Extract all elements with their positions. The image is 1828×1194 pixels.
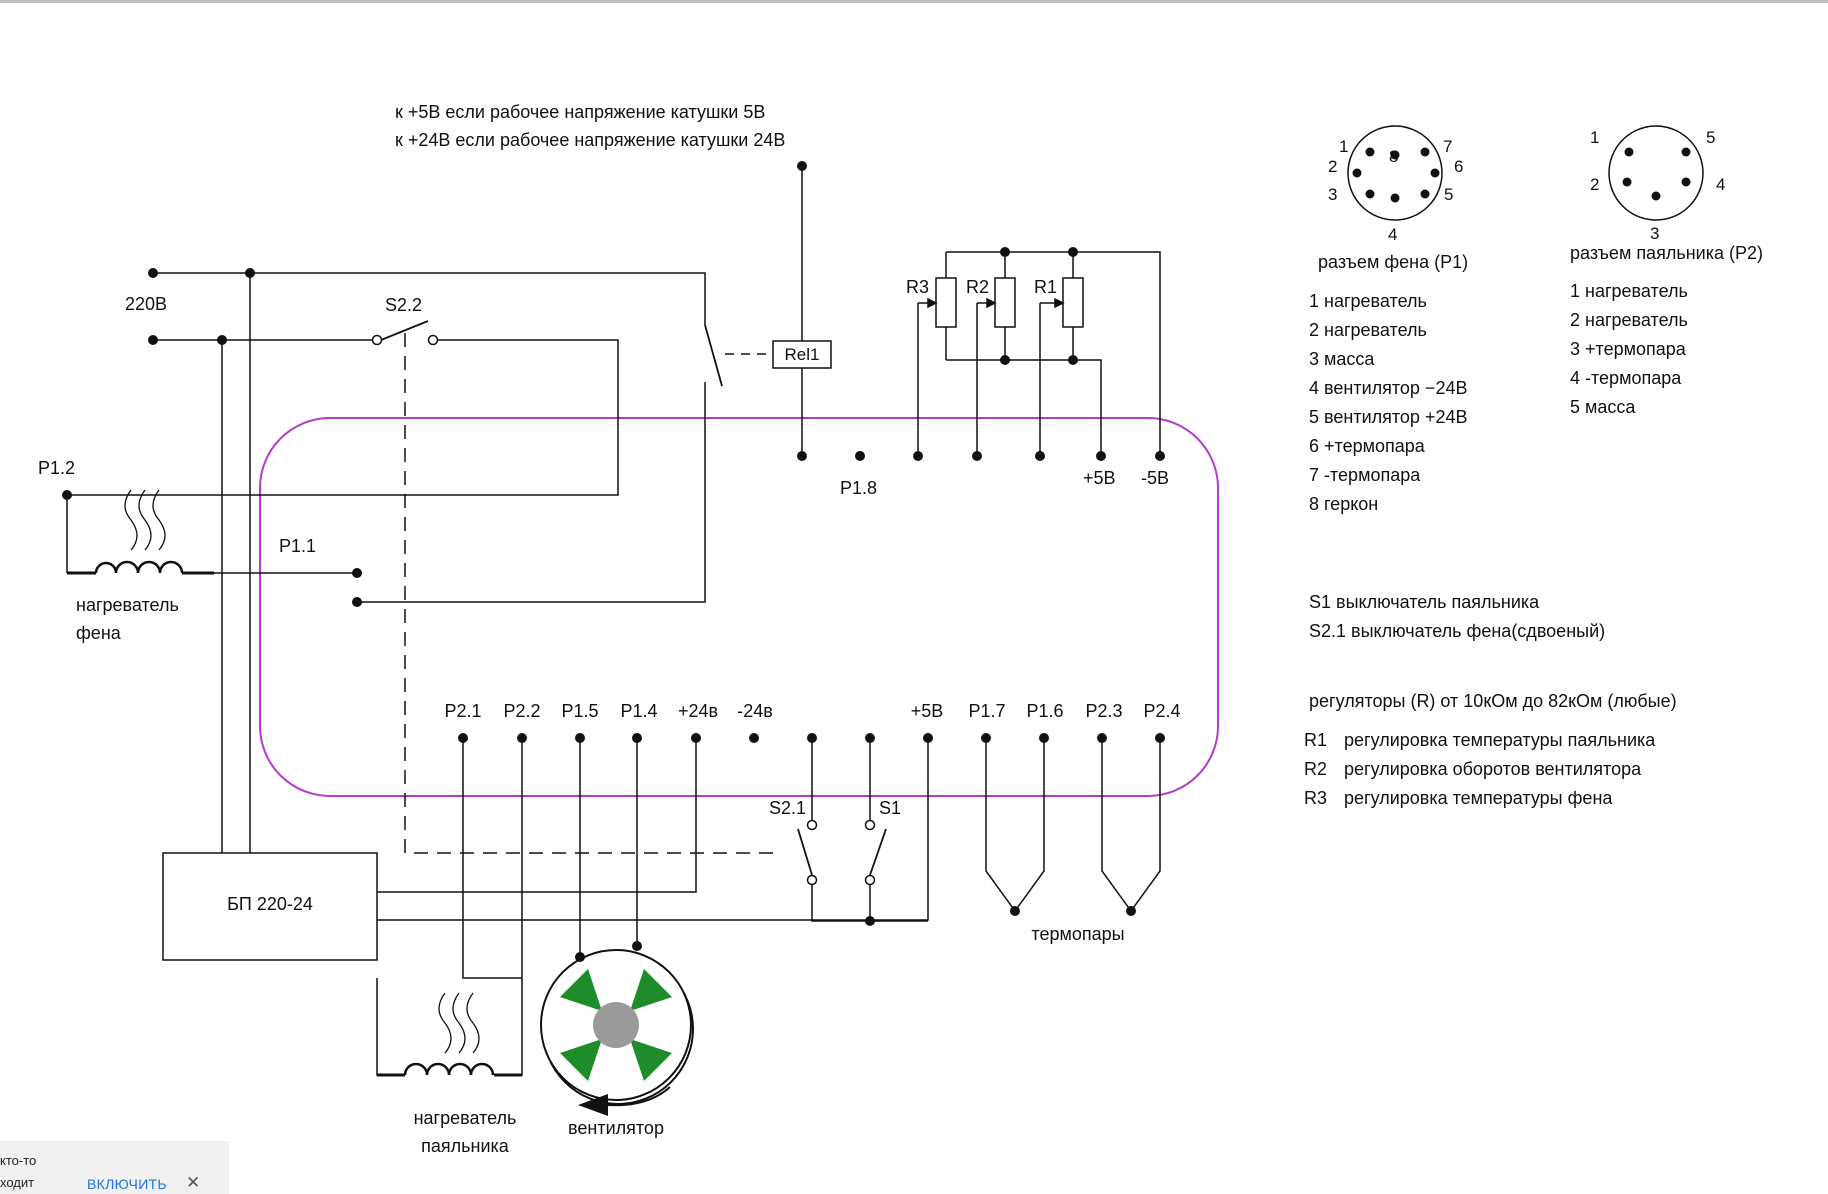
p1-pin-number: 4 bbox=[1388, 225, 1397, 244]
regulator-text: регулировка температуры паяльника bbox=[1344, 730, 1656, 750]
p1-pin-number: 7 bbox=[1443, 137, 1452, 156]
switch-note: S2.1 выключатель фена(сдвоеный) bbox=[1309, 621, 1605, 641]
coil-note-5v: к +5В если рабочее напряжение катушки 5В bbox=[395, 102, 765, 122]
pin-label: P1.6 bbox=[1026, 701, 1063, 721]
mains-label: 220В bbox=[125, 294, 167, 314]
p1-pin-number: 2 bbox=[1328, 157, 1337, 176]
top-border bbox=[0, 0, 1828, 3]
iron-heater-label-2: паяльника bbox=[421, 1136, 510, 1156]
p1-legend-item: 3 масса bbox=[1309, 349, 1375, 369]
regulator-text: регулировка температуры фена bbox=[1344, 788, 1613, 808]
pin-label: -24в bbox=[737, 701, 773, 721]
p1-legend-item: 1 нагреватель bbox=[1309, 291, 1427, 311]
switch-s1-label: S1 bbox=[879, 798, 901, 818]
pin-p12-label: P1.2 bbox=[38, 458, 75, 478]
p2-pin-number: 4 bbox=[1716, 175, 1725, 194]
p1-pin-number: 5 bbox=[1444, 185, 1453, 204]
relay-label: Rel1 bbox=[785, 345, 820, 364]
pin-p11-label: P1.1 bbox=[279, 536, 316, 556]
switch-s21-label: S2.1 bbox=[769, 798, 806, 818]
p2-legend-item: 3 +термопара bbox=[1570, 339, 1687, 359]
fan-heater-label-2: фена bbox=[76, 623, 122, 643]
pin-label: +5В bbox=[911, 701, 944, 721]
pin-label: P2.4 bbox=[1143, 701, 1180, 721]
pin-label: +24в bbox=[678, 701, 718, 721]
p2-pin-number: 2 bbox=[1590, 175, 1599, 194]
p1-legend-item: 4 вентилятор −24В bbox=[1309, 378, 1467, 398]
coil-note-24v: к +24В если рабочее напряжение катушки 2… bbox=[395, 130, 785, 150]
pin-label: P1.4 bbox=[620, 701, 657, 721]
regulators-title: регуляторы (R) от 10кОм до 82кОм (любые) bbox=[1309, 691, 1677, 711]
enable-button[interactable]: ВКЛЮЧИТЬ bbox=[87, 1176, 167, 1192]
regulator-id: R3 bbox=[1304, 788, 1327, 808]
pin-label: P1.7 bbox=[968, 701, 1005, 721]
iron-heater-label-1: нагреватель bbox=[414, 1108, 517, 1128]
toast-text-line-1: кто-то bbox=[0, 1153, 37, 1168]
p1-legend-item: 8 геркон bbox=[1309, 494, 1378, 514]
board-outline bbox=[259, 417, 1219, 797]
p2-pin-number: 5 bbox=[1706, 128, 1715, 147]
pin-plus5-top-label: +5В bbox=[1083, 468, 1116, 488]
thermocouples-label: термопары bbox=[1031, 924, 1124, 944]
pin-p18-label: P1.8 bbox=[840, 478, 877, 498]
pot-r1-label: R1 bbox=[1034, 277, 1057, 297]
regulator-text: регулировка оборотов вентилятора bbox=[1344, 759, 1642, 779]
switch-note: S1 выключатель паяльника bbox=[1309, 592, 1540, 612]
p2-pin-number: 3 bbox=[1650, 224, 1659, 243]
pin-label: P1.5 bbox=[561, 701, 598, 721]
pin-label: P2.1 bbox=[444, 701, 481, 721]
pin-label: P2.2 bbox=[503, 701, 540, 721]
p2-legend-item: 5 масса bbox=[1570, 397, 1636, 417]
p1-legend-item: 7 -термопара bbox=[1309, 465, 1421, 485]
pin-minus5-top-label: -5В bbox=[1141, 468, 1169, 488]
fan-heater-label-1: нагреватель bbox=[76, 595, 179, 615]
p2-legend-item: 2 нагреватель bbox=[1570, 310, 1688, 330]
toast-text-line-2: ходит bbox=[0, 1175, 35, 1190]
pot-r2-label: R2 bbox=[966, 277, 989, 297]
pot-r3-label: R3 bbox=[906, 277, 929, 297]
fan-icon bbox=[540, 949, 694, 1116]
p1-legend-item: 5 вентилятор +24В bbox=[1309, 407, 1467, 427]
p2-connector-title: разъем паяльника (P2) bbox=[1570, 243, 1763, 263]
p1-legend-item: 2 нагреватель bbox=[1309, 320, 1427, 340]
p1-connector-title: разъем фена (P1) bbox=[1318, 252, 1468, 272]
notification-toast: кто-то ходит ВКЛЮЧИТЬ ✕ bbox=[0, 1141, 229, 1194]
p1-pin-number: 1 bbox=[1339, 137, 1348, 156]
regulator-id: R1 bbox=[1304, 730, 1327, 750]
pin-label: P2.3 bbox=[1085, 701, 1122, 721]
p2-legend-item: 1 нагреватель bbox=[1570, 281, 1688, 301]
switch-s22-label: S2.2 bbox=[385, 295, 422, 315]
p1-legend-item: 6 +термопара bbox=[1309, 436, 1426, 456]
p2-legend-item: 4 -термопара bbox=[1570, 368, 1682, 388]
fan-label: вентилятор bbox=[568, 1118, 664, 1138]
p2-pin-number: 1 bbox=[1590, 128, 1599, 147]
regulator-id: R2 bbox=[1304, 759, 1327, 779]
close-icon[interactable]: ✕ bbox=[186, 1173, 201, 1192]
p1-pin-number: 8 bbox=[1389, 147, 1398, 166]
psu-label: БП 220-24 bbox=[227, 894, 313, 914]
p1-pin-number: 3 bbox=[1328, 185, 1337, 204]
p1-pin-number: 6 bbox=[1454, 157, 1463, 176]
